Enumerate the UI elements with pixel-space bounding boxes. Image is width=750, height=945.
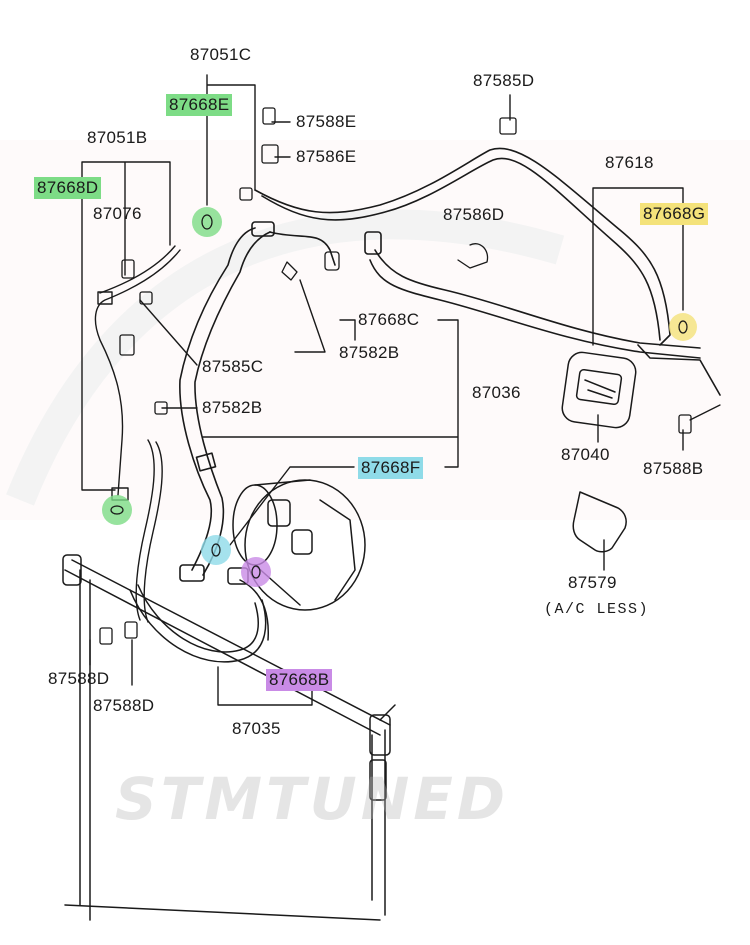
highlight-circle-87668E [192,207,222,237]
label-87586D: 87586D [443,205,505,224]
condenser [62,554,396,921]
label-87668D: 87668D [34,177,102,199]
tube-87618 [254,147,721,396]
label-87668F: 87668F [358,457,424,479]
label-87585C: 87585C [202,357,264,376]
label-87040: 87040 [561,445,610,464]
label-87588B: 87588B [643,459,704,478]
label-87036: 87036 [472,383,521,402]
label-87586E: 87586E [296,147,357,166]
label-87582B-top: 87582B [339,343,400,362]
label-87585D: 87585D [473,71,535,90]
label-87668B: 87668B [266,669,333,691]
label-87618: 87618 [605,153,654,172]
highlight-circle-87668B [241,557,271,587]
compressor [232,479,366,611]
seal-87040 [561,351,637,429]
highlight-circle-87668G [669,313,697,341]
hose-87035 [129,567,269,663]
label-87588E: 87588E [296,112,357,131]
label-87588D-right: 87588D [93,696,155,715]
highlight-circle-87668F [201,535,231,565]
label-87051C: 87051C [190,45,252,64]
label-87668E: 87668E [166,94,233,116]
label-ac-less: (A/C LESS) [544,601,650,618]
hardware [99,107,721,645]
label-87588D-left: 87588D [48,669,110,688]
highlight-circle-87668D [102,495,132,525]
label-87035: 87035 [232,719,281,738]
label-87668C: 87668C [358,310,420,329]
label-87076: 87076 [93,204,142,223]
cover-87579 [572,491,627,553]
hose-87036 [179,221,336,582]
label-87668G: 87668G [640,203,709,225]
label-87051B: 87051B [87,128,148,147]
label-87579: 87579 [568,573,617,592]
label-87582B-mid: 87582B [202,398,263,417]
watermark-text: STMTUNED [115,765,510,833]
